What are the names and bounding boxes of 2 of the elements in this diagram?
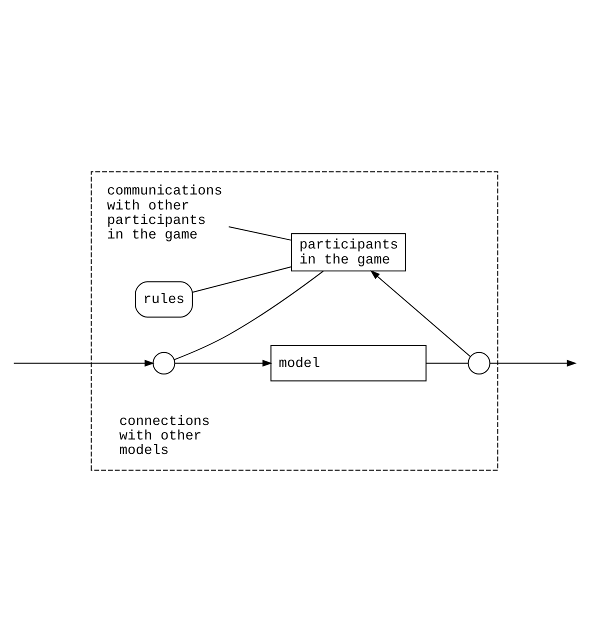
node-text: communications with other participants in the game: [106, 184, 222, 244]
label: connections with other models: [119, 414, 210, 460]
